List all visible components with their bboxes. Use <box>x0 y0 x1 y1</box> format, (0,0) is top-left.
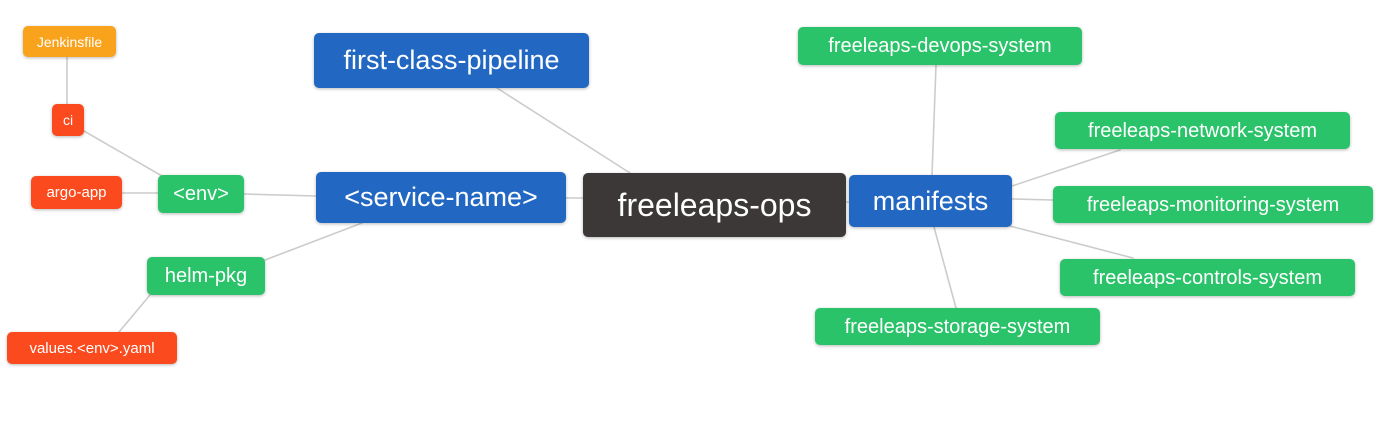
node-env[interactable]: <env> <box>158 175 244 213</box>
node-freeleaps-controls-system[interactable]: freeleaps-controls-system <box>1060 259 1355 296</box>
edge-ci-env <box>83 130 163 177</box>
edge-manifests-freeleaps-controls-system <box>1009 225 1134 259</box>
node-helm-pkg[interactable]: helm-pkg <box>147 257 265 295</box>
node-ci[interactable]: ci <box>52 104 84 136</box>
edge-env-service-name <box>243 193 317 197</box>
edge-first-class-pipeline-freeleaps-ops <box>496 87 631 174</box>
edge-manifests-freeleaps-monitoring-system <box>1011 198 1054 201</box>
edge-manifests-freeleaps-storage-system <box>933 226 957 309</box>
edge-service-name-helm-pkg <box>264 222 363 261</box>
node-first-class-pipeline[interactable]: first-class-pipeline <box>314 33 589 88</box>
node-argo-app[interactable]: argo-app <box>31 176 122 209</box>
node-freeleaps-monitoring-system[interactable]: freeleaps-monitoring-system <box>1053 186 1373 223</box>
node-jenkinsfile[interactable]: Jenkinsfile <box>23 26 116 57</box>
edge-helm-pkg-values-env-yaml <box>118 294 151 333</box>
node-freeleaps-devops-system[interactable]: freeleaps-devops-system <box>798 27 1082 65</box>
node-service-name[interactable]: <service-name> <box>316 172 566 223</box>
node-freeleaps-storage-system[interactable]: freeleaps-storage-system <box>815 308 1100 345</box>
node-freeleaps-network-system[interactable]: freeleaps-network-system <box>1055 112 1350 149</box>
edge-manifests-freeleaps-network-system <box>1011 149 1121 187</box>
node-freeleaps-ops[interactable]: freeleaps-ops <box>583 173 846 237</box>
node-manifests[interactable]: manifests <box>849 175 1012 227</box>
node-values-env-yaml[interactable]: values.<env>.yaml <box>7 332 177 364</box>
edge-manifests-freeleaps-devops-system <box>931 64 937 176</box>
